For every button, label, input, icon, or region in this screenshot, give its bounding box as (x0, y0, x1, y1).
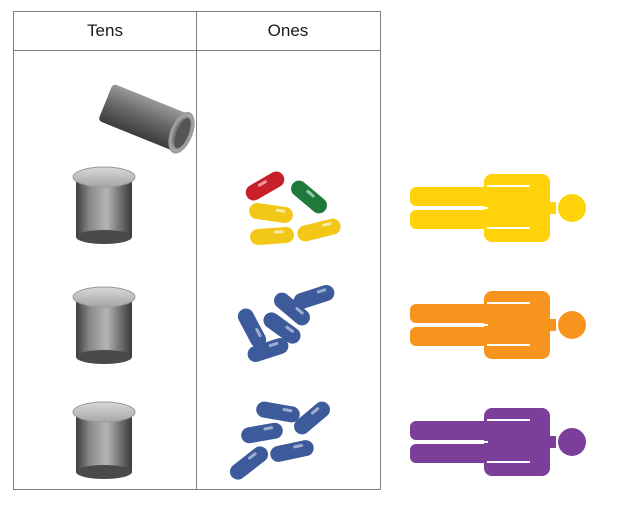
bean-icon (294, 401, 330, 435)
bean-icon (297, 218, 341, 242)
bean-icon (256, 401, 300, 423)
figures-column (410, 174, 586, 476)
bean-icon (250, 227, 294, 245)
bean-icon (263, 312, 301, 344)
person-figure-icon (410, 408, 586, 476)
cup-icon (72, 286, 136, 364)
person-figure-icon (410, 174, 586, 242)
cup-icon (72, 166, 136, 244)
person-figure-icon (410, 291, 586, 359)
bean-icon (293, 284, 335, 310)
bean-icon (245, 171, 285, 201)
beans-group-row1 (245, 171, 341, 245)
place-value-table (13, 11, 381, 490)
bean-icon (241, 422, 283, 444)
cup-icon (72, 401, 136, 479)
bean-icon (237, 308, 267, 348)
tipped-cup-icon (99, 84, 195, 154)
bean-icon (249, 203, 293, 223)
beans-group-row2 (237, 284, 335, 363)
bean-icon (229, 446, 269, 480)
bean-icon (270, 440, 314, 462)
bean-icon (247, 337, 289, 363)
ones-header: Ones (268, 21, 309, 40)
beans-group-row3 (229, 401, 330, 480)
bean-icon (274, 292, 310, 326)
tens-header: Tens (87, 21, 123, 40)
bean-icon (291, 180, 327, 214)
